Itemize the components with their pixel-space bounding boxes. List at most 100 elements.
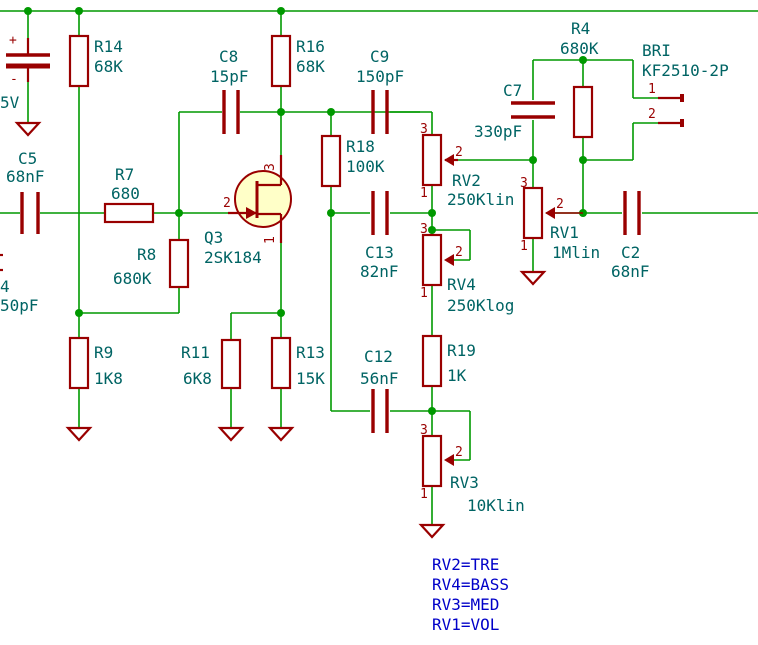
r18-value: 100K [346,157,385,176]
r19-value: 1K [447,366,467,385]
c5-symbol [20,192,40,234]
r4-ref: R4 [571,19,590,38]
r8-body [168,238,190,289]
rv4-pin1: 1 [420,286,428,301]
rv3-pin3: 3 [420,423,428,438]
rv1-value: 1Mlin [552,243,600,262]
c13-symbol [371,191,389,235]
rv1-pin2: 2 [556,197,564,212]
r4-body [572,85,594,139]
q3-value: 2SK184 [204,248,262,267]
bri-pin1: 1 [648,82,656,97]
q3-pin-g: 2 [223,196,231,211]
rv1-pin1: 1 [520,239,528,254]
supply-capacitor-symbol [6,38,50,82]
note-med: RV3=MED [432,595,499,614]
partial-left-value: 50pF [0,296,39,315]
plus-marker: + [9,33,17,48]
r16-body [270,34,292,88]
c7-value: 330pF [474,122,522,141]
ground-icons [14,121,547,539]
partial-component-left [0,253,3,272]
rv4-pin3: 3 [420,222,428,237]
junctions [24,7,587,415]
rv4-ref: RV4 [447,275,476,294]
c2-ref: C2 [621,243,640,262]
c7-ref: C7 [503,81,522,100]
c13-value: 82nF [360,262,399,281]
rv2-pin2: 2 [455,145,463,160]
supply-value: 5V [0,93,20,112]
r11-value: 6K8 [183,369,212,388]
r7-value: 680 [111,184,140,203]
r16-ref: R16 [296,37,325,56]
c12-ref: C12 [364,347,393,366]
c2-symbol [623,191,641,235]
rv1-pin3: 3 [520,176,528,191]
r14-body [68,34,90,88]
rv3-pin1: 1 [420,487,428,502]
rv2-pin1: 1 [420,186,428,201]
c8-ref: C8 [219,47,238,66]
rv2-ref: RV2 [452,171,481,190]
r8-value: 680K [113,269,152,288]
r14-value: 68K [94,57,123,76]
rv2-pin3: 3 [420,122,428,137]
rv4-symbol [421,233,454,287]
rv3-symbol [421,434,454,488]
note-tre: RV2=TRE [432,555,499,574]
r7-body [103,202,155,224]
partial-left-ref: 4 [0,277,10,296]
c9-ref: C9 [370,47,389,66]
r9-value: 1K8 [94,369,123,388]
minus-marker: - [10,72,18,87]
bri-ref: BRI [642,41,671,60]
r18-body [320,134,342,188]
r13-ref: R13 [296,343,325,362]
r8-ref: R8 [137,245,156,264]
r11-ref: R11 [181,343,210,362]
note-bass: RV4=BASS [432,575,509,594]
rv3-value: 10Klin [467,496,525,515]
c12-symbol [371,389,389,433]
q3-ref: Q3 [204,228,223,247]
c8-value: 15pF [210,67,249,86]
q3-pin-d: 3 [263,163,278,171]
c5-value: 68nF [6,167,45,186]
rv2-symbol [421,133,458,187]
c8-symbol [222,90,240,134]
q3-pin-s: 1 [263,236,278,244]
c5-ref: C5 [18,149,37,168]
rv2-value: 250Klin [447,190,514,209]
rv3-pin2: 2 [455,445,463,460]
r13-value: 15K [296,369,325,388]
r19-ref: R19 [447,341,476,360]
c12-value: 56nF [360,369,399,388]
r13-body [270,336,292,390]
rv3-ref: RV3 [450,473,479,492]
c9-symbol [371,90,389,134]
bri-connector-symbol [658,94,684,127]
c9-value: 150pF [356,67,404,86]
wires [0,10,758,525]
bri-value: KF2510-2P [642,61,729,80]
r18-ref: R18 [346,137,375,156]
note-vol: RV1=VOL [432,615,499,634]
r11-body [220,338,242,390]
r9-ref: R9 [94,343,113,362]
r16-value: 68K [296,57,325,76]
r9-body [68,336,90,390]
r19-body [421,334,443,388]
bri-pin2: 2 [648,107,656,122]
r14-ref: R14 [94,37,123,56]
rv1-ref: RV1 [550,223,579,242]
c7-symbol [511,101,555,119]
c2-value: 68nF [611,262,650,281]
c13-ref: C13 [365,243,394,262]
r4-value: 680K [560,39,599,58]
rv1-symbol [522,186,583,240]
rv4-value: 250Klog [447,296,514,315]
q3-jfet-symbol [228,155,292,243]
rv4-pin2: 2 [455,245,463,260]
